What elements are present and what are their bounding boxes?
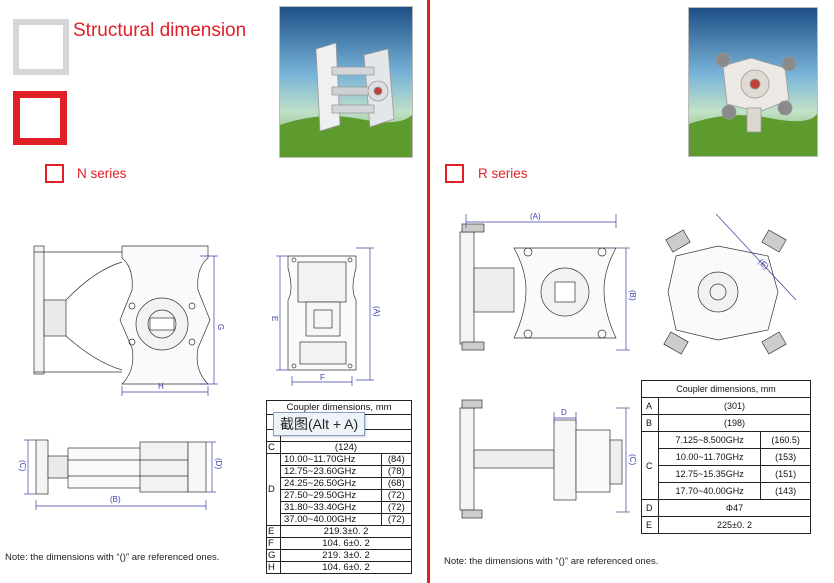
n-front-view <box>33 245 211 385</box>
n-dim-label-a: (A) <box>372 306 381 317</box>
r-table-value: Φ47 <box>658 499 811 517</box>
n-top-view <box>287 255 357 371</box>
section-divider <box>427 0 430 583</box>
n-table-value: 219. 3±0. 2 <box>280 549 412 562</box>
n-table-value: (124) <box>280 441 412 454</box>
n-table-value: (84) <box>380 453 413 466</box>
n-table-key: G <box>266 549 281 562</box>
r-series-marker <box>445 164 464 183</box>
n-table-value: (72) <box>380 501 413 514</box>
n-table-key: E <box>266 525 281 538</box>
r-table-value: 225±0. 2 <box>658 516 811 534</box>
r-table-key: E <box>641 516 659 534</box>
n-table-key: H <box>266 561 281 574</box>
n-table-value: (72) <box>380 513 413 526</box>
r-table-value: (198) <box>658 414 811 432</box>
n-dim-label-b: (B) <box>110 495 121 504</box>
r-table-value: (151) <box>760 465 811 483</box>
n-table-freq: 10.00~11.70GHz <box>280 453 382 466</box>
r-dim-label-a: (A) <box>530 212 541 221</box>
r-front-view <box>459 223 617 351</box>
r-series-product-photo <box>688 7 818 157</box>
r-table-key: A <box>641 397 659 415</box>
r-series-label: R series <box>478 166 528 181</box>
r-table-freq: 12.75~15.35GHz <box>657 465 762 483</box>
n-table-value: 104. 6±0. 2 <box>280 537 412 550</box>
n-table-freq: 31.80~33.40GHz <box>280 501 382 514</box>
r-series-drawings: (A) (B) (E) D (C) <box>459 212 797 519</box>
r-dim-label-c: (C) <box>628 454 637 465</box>
n-table-freq: 24.25~26.50GHz <box>280 477 382 490</box>
r-dim-label-d: D <box>561 408 567 417</box>
r-table-key: D <box>641 499 659 517</box>
r-table-value: (160.5) <box>760 431 811 449</box>
n-table-key: F <box>266 537 281 550</box>
r-table-freq: 7.125~8.500GHz <box>657 431 762 449</box>
screenshot-tooltip: 截图(Alt + A) <box>273 412 366 436</box>
r-table-freq: 17.70~40.00GHz <box>657 482 762 500</box>
n-table-value: (78) <box>380 465 413 478</box>
n-dim-label-g: G <box>216 324 225 330</box>
r-table-freq: 10.00~11.70GHz <box>657 448 762 466</box>
r-series-note: Note: the dimensions with “()” are refer… <box>444 556 659 567</box>
n-series-note: Note: the dimensions with “()” are refer… <box>5 552 220 563</box>
n-dim-label-e: E <box>270 316 279 321</box>
n-dim-label-c: (C) <box>18 460 27 471</box>
n-table-key: C <box>266 441 281 454</box>
n-dim-label-f: F <box>320 373 325 382</box>
r-table-value: (301) <box>658 397 811 415</box>
n-dim-label-h: H <box>158 382 164 391</box>
gray-square-decoration <box>13 19 69 75</box>
n-table-value: 104. 6±0. 2 <box>280 561 412 574</box>
n-series-product-photo <box>279 6 413 158</box>
n-table-value: (72) <box>380 489 413 502</box>
n-table-key: D <box>266 453 281 526</box>
n-series-drawings: G H E (A) F (C) (D) (B) <box>18 245 381 510</box>
r-series-coupler-table: Coupler dimensions, mm A (301) B (198) C… <box>641 380 811 534</box>
n-table-freq: 37.00~40.00GHz <box>280 513 382 526</box>
r-table-value: (143) <box>760 482 811 500</box>
n-series-coupler-table: Coupler dimensions, mm C (124) D 10.00~1… <box>266 400 413 574</box>
n-table-freq: 27.50~29.50GHz <box>280 489 382 502</box>
r-table-value: (153) <box>760 448 811 466</box>
n-series-marker <box>45 164 64 183</box>
r-table-key: B <box>641 414 659 432</box>
n-dim-label-d: (D) <box>214 458 223 469</box>
n-series-label: N series <box>77 166 127 181</box>
r-side-view <box>459 399 623 519</box>
n-table-freq: 12.75~23.60GHz <box>280 465 382 478</box>
n-table-value: (68) <box>380 477 413 490</box>
red-square-decoration <box>13 91 67 145</box>
page-title: Structural dimension <box>73 20 247 41</box>
r-table-title: Coupler dimensions, mm <box>641 380 811 398</box>
r-dim-label-b: (B) <box>628 290 637 301</box>
n-table-value: 219.3±0. 2 <box>280 525 412 538</box>
r-angled-view <box>663 229 787 355</box>
r-table-key: C <box>641 431 659 500</box>
n-side-view <box>35 439 207 495</box>
